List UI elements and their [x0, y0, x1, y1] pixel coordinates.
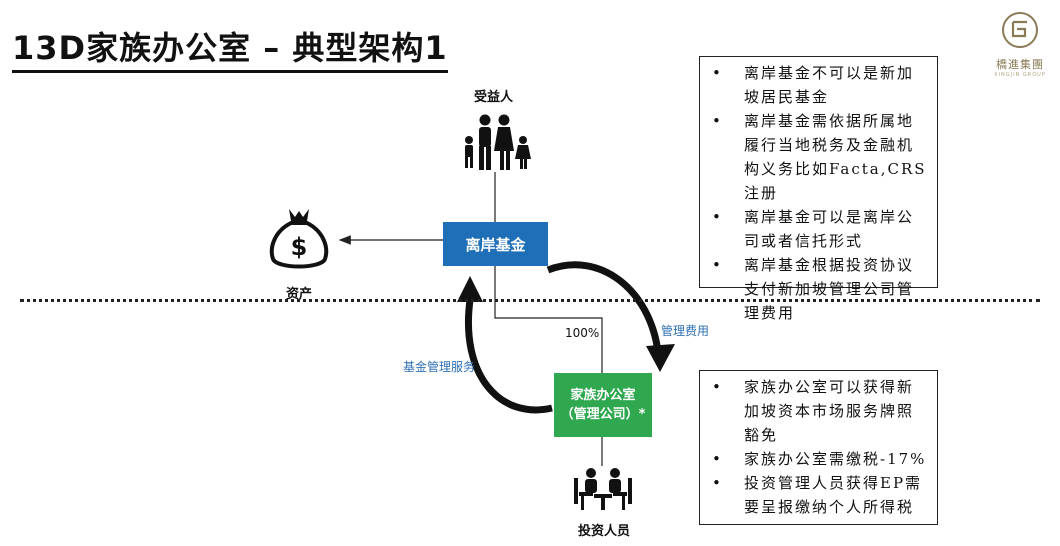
note-item: 离岸基金需依据所属地履行当地税务及金融机构义务比如Facta,CRS注册: [710, 109, 929, 205]
page-title: 13D家族办公室 – 典型架构1: [12, 28, 448, 73]
family-office-node: 家族办公室 （管理公司）*: [554, 373, 652, 437]
ownership-line: [494, 266, 603, 373]
management-fee-label: 管理费用: [661, 324, 710, 338]
assets-label: 资产: [286, 287, 313, 302]
investment-staff-label: 投资人员: [578, 524, 631, 539]
management-fee-arrow: [546, 261, 662, 353]
offshore-fund-notes-list: 离岸基金不可以是新加坡居民基金离岸基金需依据所属地履行当地税务及金融机构义务比如…: [710, 61, 929, 325]
offshore-fund-notes: 离岸基金不可以是新加坡居民基金离岸基金需依据所属地履行当地税务及金融机构义务比如…: [699, 56, 938, 322]
offshore-fund-label: 离岸基金: [465, 235, 526, 254]
family-icon: [465, 114, 531, 170]
management-fee-arrowhead: [646, 344, 675, 372]
fund-service-label: 基金管理服务: [403, 360, 476, 374]
fund-service-arrow: [465, 299, 553, 414]
fund-service-arrowhead: [457, 276, 483, 302]
money-bag-icon: $: [269, 209, 329, 269]
note-item: 离岸基金根据投资协议支付新加坡管理公司管理费用: [710, 253, 929, 325]
offshore-fund-node: 离岸基金: [443, 222, 548, 266]
meeting-icon: [574, 468, 632, 510]
logo-icon: [1002, 12, 1038, 48]
ownership-label: 100%: [565, 326, 600, 340]
beneficiary-label: 受益人: [474, 90, 514, 105]
note-item: 投资管理人员获得EP需要呈报缴纳个人所得税: [710, 471, 929, 519]
family-office-notes: 家族办公室可以获得新加坡资本市场服务牌照豁免家族办公室需缴税-17%投资管理人员…: [699, 370, 938, 525]
company-logo: 橋進集團 XINGJIN GROUP: [988, 10, 1052, 78]
note-item: 家族办公室需缴税-17%: [710, 447, 929, 471]
svg-text:$: $: [291, 233, 308, 261]
logo-sub: XINGJIN GROUP: [994, 72, 1046, 78]
family-office-notes-list: 家族办公室可以获得新加坡资本市场服务牌照豁免家族办公室需缴税-17%投资管理人员…: [710, 375, 929, 519]
family-office-sublabel: （管理公司）*: [560, 407, 646, 422]
logo-name: 橋進集團: [996, 58, 1044, 71]
note-item: 家族办公室可以获得新加坡资本市场服务牌照豁免: [710, 375, 929, 447]
family-office-label: 家族办公室: [570, 388, 636, 403]
note-item: 离岸基金不可以是新加坡居民基金: [710, 61, 929, 109]
onshore-offshore-divider: [20, 299, 1040, 302]
note-item: 离岸基金可以是离岸公司或者信托形式: [710, 205, 929, 253]
